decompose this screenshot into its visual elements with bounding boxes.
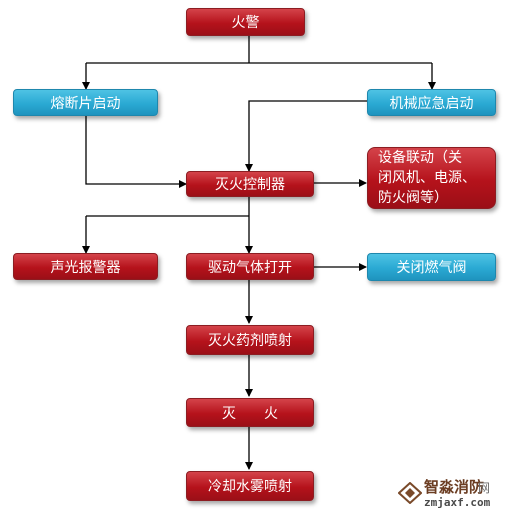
node-extinguishing-controller: 灭火控制器: [186, 171, 314, 197]
linkage-line-2: 闭风机、电源、: [378, 170, 476, 186]
node-label: 关闭燃气阀: [396, 260, 467, 276]
linkage-line-1: 设备联动（关: [378, 150, 462, 166]
node-drive-gas-open: 驱动气体打开: [186, 253, 314, 280]
node-label: 冷却水雾喷射: [208, 479, 292, 495]
linkage-line-3: 防火阀等）: [378, 190, 448, 206]
node-close-gas-valve: 关闭燃气阀: [367, 253, 496, 281]
node-agent-spray: 灭火药剂喷射: [186, 325, 314, 355]
node-label: 火警: [231, 15, 260, 31]
node-label: 灭火控制器: [215, 177, 285, 193]
node-extinguish: 灭 火: [186, 398, 314, 427]
node-equipment-linkage: 设备联动（关 闭风机、电源、 防火阀等）: [367, 147, 496, 209]
watermark-suffix: 网: [478, 481, 491, 495]
watermark-name: 智淼消防: [424, 478, 485, 496]
watermark: 智淼消防 网 zmjaxf.com: [394, 472, 513, 516]
edge-mech-controller: [245, 100, 367, 172]
node-label: 灭 火: [222, 405, 278, 422]
watermark-url: zmjaxf.com: [424, 496, 491, 509]
node-label: 灭火药剂喷射: [208, 333, 292, 349]
node-label: 熔断片启动: [50, 95, 121, 112]
logo-icon: [398, 482, 422, 504]
node-label: 声光报警器: [50, 259, 121, 276]
node-label: 驱动气体打开: [208, 259, 292, 276]
node-fire-alarm: 火警: [186, 8, 305, 36]
edge-fuse-controller: [85, 115, 187, 188]
node-fuse-start: 熔断片启动: [13, 89, 158, 116]
node-sound-light-alarm: 声光报警器: [13, 253, 158, 280]
node-label: 机械应急启动: [389, 95, 474, 112]
node-cooling-water-mist: 冷却水雾喷射: [186, 471, 314, 501]
node-mechanical-emergency-start: 机械应急启动: [367, 89, 496, 116]
